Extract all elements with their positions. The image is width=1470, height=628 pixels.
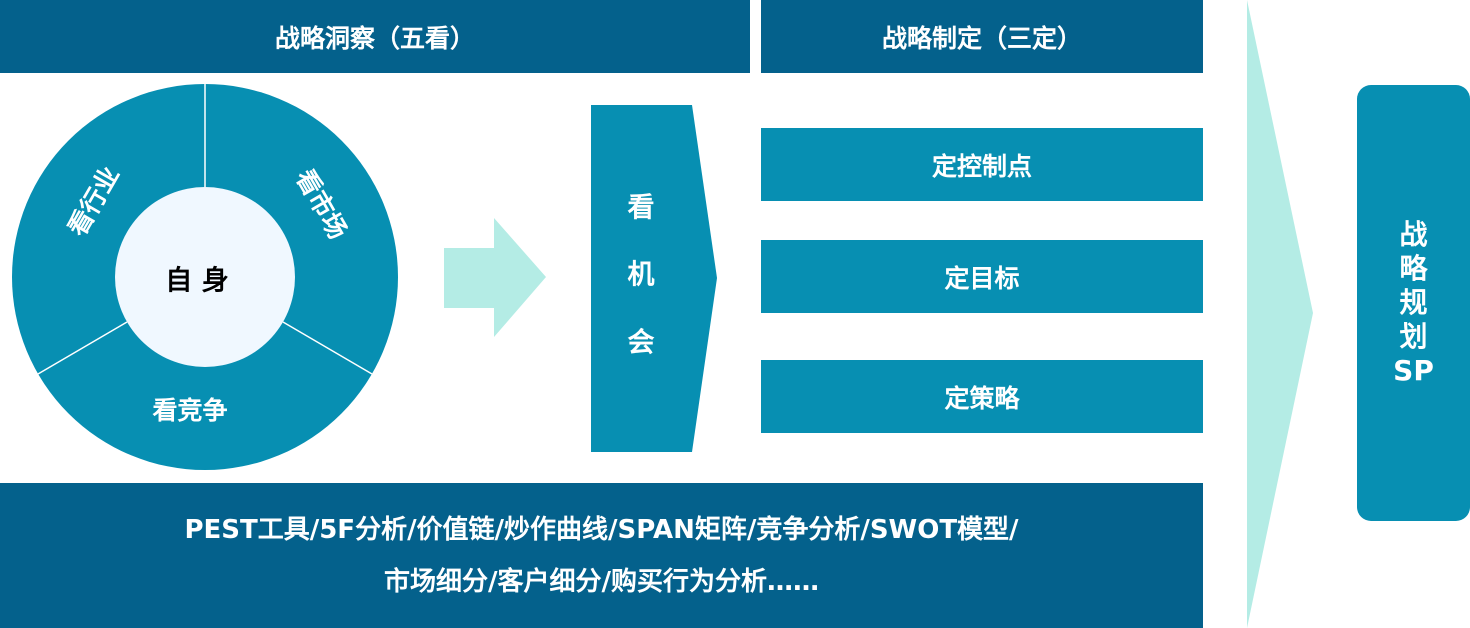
strategic-insight-header: 战略洞察（五看）	[0, 0, 750, 73]
opportunity-char-1: 看	[628, 193, 655, 224]
opportunity-char-2: 机	[628, 260, 655, 291]
wheel-center-circle	[115, 187, 295, 367]
sp-char-2: 略	[1399, 252, 1428, 285]
ding-control-point-box: 定控制点	[761, 128, 1203, 201]
strategic-formulation-header: 战略制定（三定）	[761, 0, 1203, 73]
strategic-planning-box: 战 略 规 划 SP	[1357, 85, 1470, 521]
wheel-divider-left	[37, 321, 128, 375]
tools-line-2: 市场细分/客户细分/购买行为分析……	[384, 566, 819, 597]
sp-char-4: 划	[1399, 320, 1428, 353]
five-views-wheel: 自 身 看行业 看市场 看竞争	[12, 84, 398, 470]
big-chevron-arrow	[1247, 0, 1313, 628]
wheel-center-label: 自 身	[165, 265, 228, 297]
tools-line-1: PEST工具/5F分析/价值链/炒作曲线/SPAN矩阵/竞争分析/SWOT模型/	[184, 514, 1019, 545]
sp-char-3: 规	[1399, 286, 1428, 319]
wheel-label-competition: 看竞争	[152, 396, 227, 425]
analysis-tools-bar: PEST工具/5F分析/价值链/炒作曲线/SPAN矩阵/竞争分析/SWOT模型/…	[0, 483, 1203, 628]
sp-char-5: SP	[1393, 354, 1434, 387]
ding-strategy-box: 定策略	[761, 360, 1203, 433]
wheel-divider-right	[282, 321, 373, 375]
opportunity-char-3: 会	[628, 328, 655, 359]
flow-arrow-icon	[444, 218, 546, 337]
sp-char-1: 战	[1399, 218, 1428, 251]
ding-goal-box: 定目标	[761, 240, 1203, 313]
opportunity-block	[591, 105, 717, 452]
